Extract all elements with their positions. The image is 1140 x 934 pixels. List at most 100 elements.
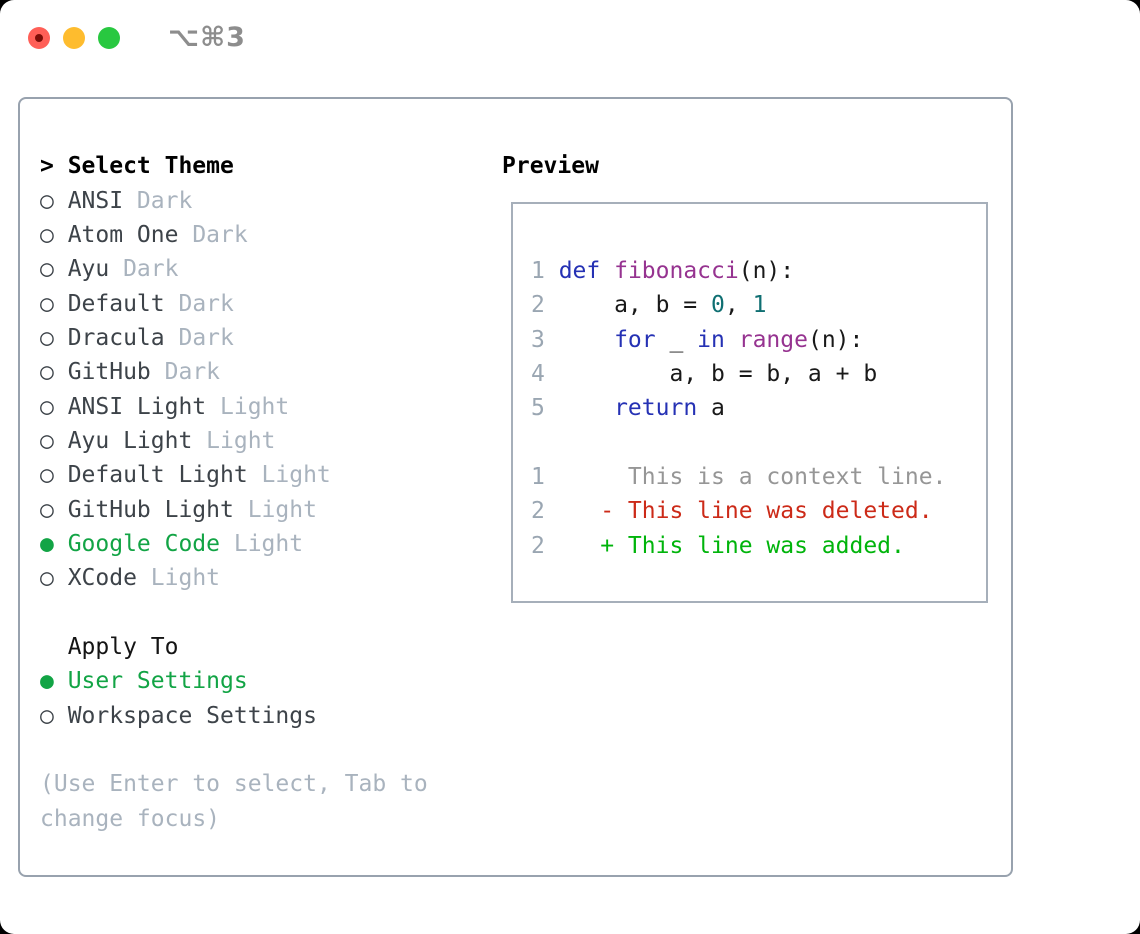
theme-option-google-code-selected[interactable]: ● Google Code Light — [40, 527, 500, 561]
theme-option-ayu-light[interactable]: ○ Ayu Light Light — [40, 424, 500, 458]
line-number: 1 — [531, 464, 545, 491]
minimize-button[interactable] — [63, 27, 85, 49]
code-plain: a, b = — [558, 292, 712, 319]
code-line: 2 a, b = 0, 1 — [531, 288, 986, 322]
select-theme-label: Select Theme — [67, 153, 234, 180]
code-function: fibonacci — [614, 258, 739, 284]
line-number: 3 — [531, 326, 545, 353]
help-text-line2: change focus) — [40, 805, 221, 832]
radio-icon: ○ — [40, 702, 54, 729]
line-number: 4 — [531, 361, 545, 388]
code-keyword: in — [697, 326, 725, 353]
code-keyword: return — [614, 395, 698, 422]
code-plain: _ — [655, 326, 698, 353]
apply-to-header: Apply To — [40, 630, 500, 664]
theme-option-github-dark[interactable]: ○ GitHub Dark — [40, 355, 500, 389]
close-button[interactable] — [28, 27, 50, 49]
theme-variant: Dark — [136, 187, 193, 214]
apply-to-label: Apply To — [67, 633, 179, 660]
apply-option-label: User Settings — [67, 668, 248, 695]
line-number: 5 — [531, 395, 545, 422]
code-plain: a, b = b, a + b — [558, 361, 878, 388]
cursor-icon: > — [40, 153, 54, 180]
blank-line — [531, 426, 986, 460]
window-title-shortcut: ⌥⌘3 — [168, 22, 246, 53]
theme-option-atom-one-dark[interactable]: ○ Atom One Dark — [40, 218, 500, 252]
radio-icon: ○ — [40, 359, 54, 386]
radio-icon: ○ — [40, 290, 54, 317]
theme-name: Ayu Light — [67, 427, 193, 454]
radio-icon: ○ — [40, 221, 54, 248]
apply-option-label: Workspace Settings — [67, 702, 317, 729]
theme-variant: Light — [261, 462, 331, 489]
zoom-button[interactable] — [98, 27, 120, 49]
code-plain: (n): — [807, 326, 864, 353]
theme-variant: Dark — [192, 221, 248, 248]
code-plain: , — [724, 292, 753, 319]
theme-variant: Dark — [178, 324, 234, 351]
apply-option-workspace-settings[interactable]: ○ Workspace Settings — [40, 699, 500, 733]
radio-icon: ○ — [40, 187, 54, 214]
theme-name: Ayu — [67, 256, 110, 283]
diff-added-line: 2 + This line was added. — [531, 529, 986, 563]
theme-name: Atom One — [67, 221, 179, 248]
code-function: range — [738, 326, 808, 353]
diff-added-text: + This line was added. — [558, 532, 905, 559]
theme-name: GitHub — [67, 359, 151, 386]
line-number: 1 — [531, 258, 545, 284]
line-number: 2 — [531, 292, 545, 319]
code-plain: (n): — [738, 258, 795, 284]
theme-variant: Light — [206, 427, 276, 454]
theme-variant: Light — [247, 496, 317, 523]
theme-option-xcode-light[interactable]: ○ XCode Light — [40, 561, 500, 595]
radio-icon: ○ — [40, 462, 54, 489]
theme-variant: Light — [150, 565, 221, 592]
apply-option-user-settings[interactable]: ●User Settings — [40, 664, 500, 698]
radio-icon: ○ — [40, 565, 54, 592]
record-dot-icon — [35, 34, 43, 42]
code-line: 5 return a — [531, 391, 986, 425]
radio-selected-icon: ● — [40, 530, 54, 557]
theme-name: Google Code — [67, 530, 221, 557]
diff-context-text: This is a context line. — [558, 464, 947, 491]
theme-option-ansi-light[interactable]: ○ ANSI Light Light — [40, 389, 500, 423]
theme-name: GitHub Light — [67, 496, 234, 523]
theme-name: ANSI Light — [67, 393, 207, 420]
radio-icon: ○ — [40, 496, 54, 523]
radio-icon: ○ — [40, 427, 54, 454]
titlebar: ⌥⌘3 — [0, 0, 1140, 76]
theme-option-github-light[interactable]: ○ GitHub Light Light — [40, 492, 500, 526]
theme-variant: Dark — [123, 256, 179, 283]
help-text-line1: (Use Enter to select, Tab to — [40, 771, 428, 798]
theme-variant: Dark — [178, 290, 234, 317]
radio-icon: ○ — [40, 393, 54, 420]
diff-deleted-text: - This line was deleted. — [558, 498, 933, 525]
code-line: 4 a, b = b, a + b — [531, 357, 986, 391]
preview-header: Preview — [502, 153, 599, 180]
code-keyword: for — [614, 326, 656, 353]
theme-option-ayu-dark[interactable]: ○ Ayu Dark — [40, 252, 500, 286]
theme-variant: Dark — [164, 359, 221, 386]
line-number: 2 — [531, 498, 545, 525]
theme-variant: Light — [233, 530, 304, 557]
theme-name: Default Light — [67, 462, 248, 489]
select-theme-header: > Select Theme — [40, 149, 500, 183]
radio-icon: ○ — [40, 256, 54, 283]
radio-icon: ○ — [40, 324, 54, 351]
line-number: 2 — [531, 532, 545, 559]
theme-option-default-light[interactable]: ○ Default Light Light — [40, 458, 500, 492]
code-plain: a — [697, 395, 725, 422]
theme-name: XCode — [67, 565, 137, 592]
spacer — [40, 733, 500, 767]
code-number: 0 — [711, 292, 725, 319]
code-plain — [559, 395, 614, 421]
theme-variant: Light — [220, 393, 290, 420]
spacer — [40, 595, 500, 629]
